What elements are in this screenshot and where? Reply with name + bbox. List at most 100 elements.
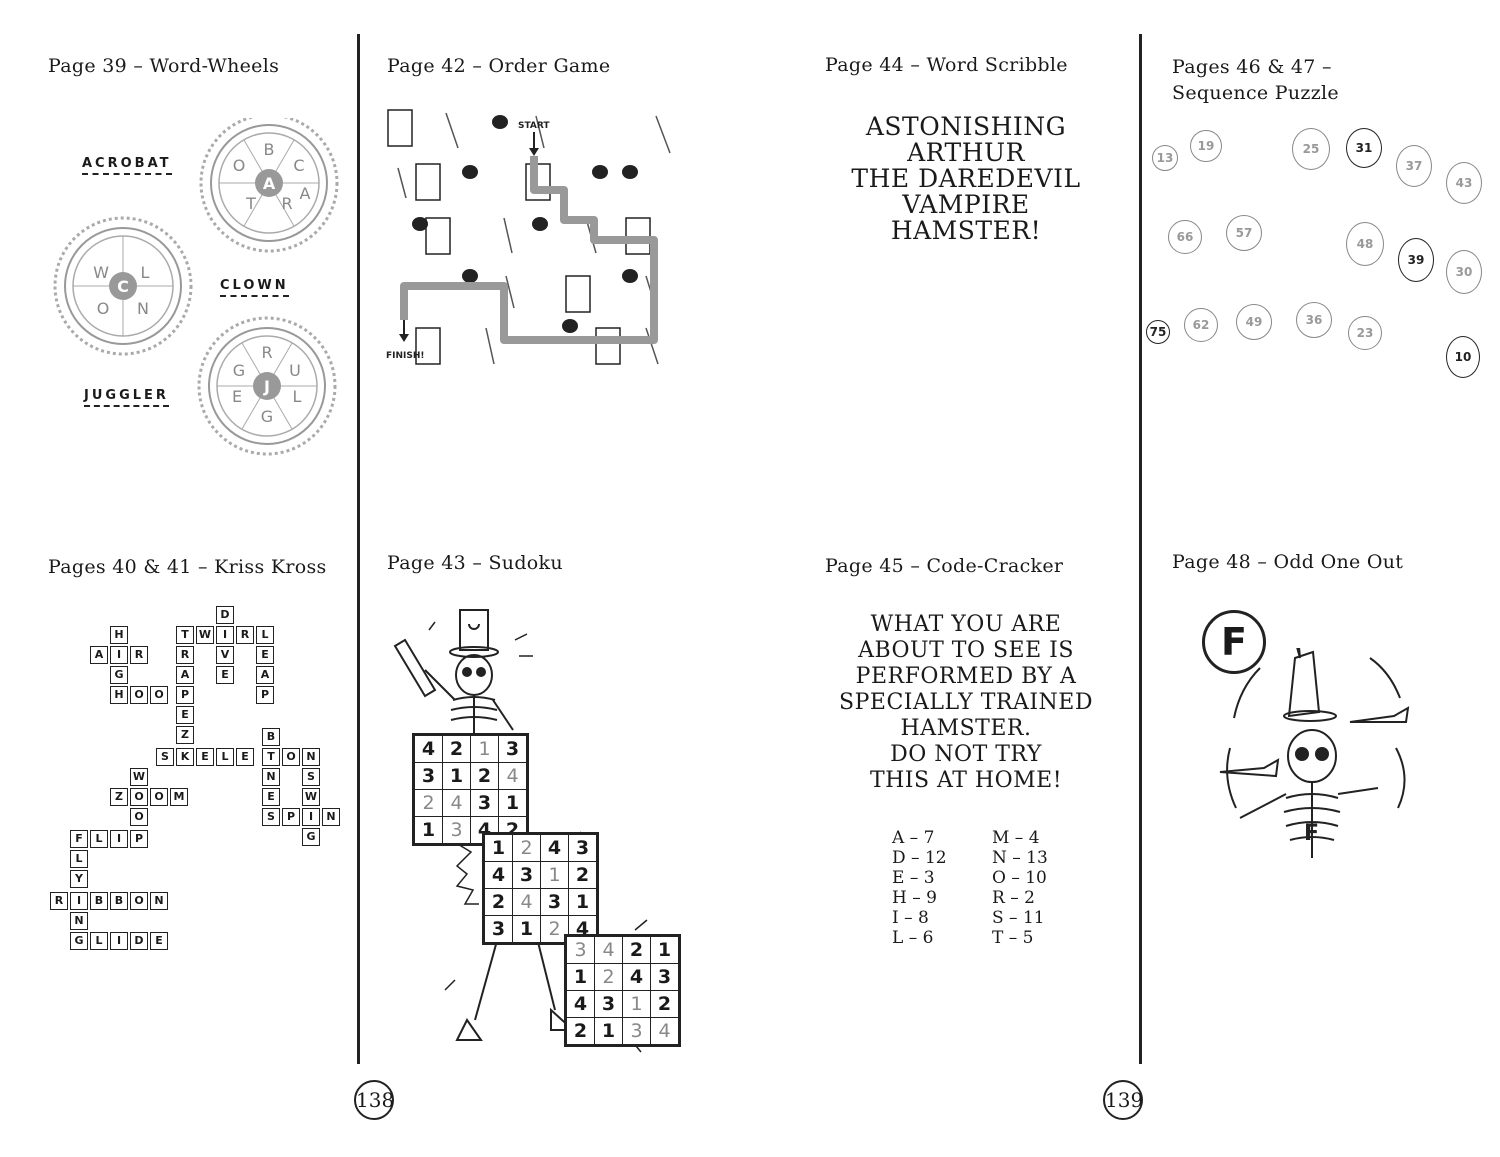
svg-text:O: O [97, 299, 110, 318]
code-list-left: A – 7 D – 12 E – 3 H – 9 I – 8 L – 6 [892, 828, 947, 948]
heading-word-wheels: Page 39 – Word-Wheels [48, 55, 280, 77]
seq-ball: 49 [1236, 304, 1272, 340]
cell-letter: I [110, 932, 128, 950]
svg-text:C: C [293, 156, 304, 175]
cell-letter: T [176, 626, 194, 644]
cell-letter: I [302, 808, 320, 826]
wheel-acrobat: A O B C T R A [199, 118, 339, 253]
heading-kriss-kross: Pages 40 & 41 – Kriss Kross [48, 556, 327, 578]
cell-letter: H [110, 626, 128, 644]
cell-letter: T [262, 748, 280, 766]
svg-text:U: U [289, 361, 301, 380]
divider-left [357, 34, 360, 1064]
svg-text:A: A [300, 184, 311, 203]
order-game-maze: START FINISH! [386, 109, 671, 365]
cell-letter: O [282, 748, 300, 766]
heading-sequence-line2: Sequence Puzzle [1172, 82, 1339, 104]
svg-text:B: B [264, 140, 275, 159]
svg-text:R: R [281, 194, 292, 213]
cell-letter: I [216, 626, 234, 644]
cell-letter: P [130, 830, 148, 848]
cell-letter: V [216, 646, 234, 664]
svg-text:E: E [232, 387, 242, 406]
cell-letter: R [236, 626, 254, 644]
divider-right [1139, 34, 1142, 1064]
heading-sudoku: Page 43 – Sudoku [387, 552, 563, 574]
cell-letter: O [150, 686, 168, 704]
word-scribble-answer: ASTONISHING ARTHUR THE DAREDEVIL VAMPIRE… [851, 112, 1081, 245]
svg-text:L: L [141, 263, 150, 282]
cell-letter: E [196, 748, 214, 766]
cell-letter: R [50, 892, 68, 910]
svg-text:G: G [261, 407, 273, 426]
svg-text:O: O [233, 156, 246, 175]
cell-letter: P [256, 686, 274, 704]
cell-letter: L [70, 850, 88, 868]
odd-one-out-answer-circle: F [1202, 610, 1266, 674]
cell-letter: W [196, 626, 214, 644]
cell-letter: E [176, 706, 194, 724]
word-clown: CLOWN [220, 278, 289, 297]
cell-letter: D [216, 606, 234, 624]
cell-letter: S [156, 748, 174, 766]
cell-letter: K [176, 748, 194, 766]
cell-letter: Z [110, 788, 128, 806]
page-number-left: 138 [354, 1080, 394, 1120]
cell-letter: Y [70, 870, 88, 888]
cell-letter: A [256, 666, 274, 684]
seq-ball: 75 [1146, 320, 1170, 344]
cell-letter: G [302, 828, 320, 846]
juggling-skeleton-illustration: F [1219, 648, 1410, 858]
cell-letter: G [110, 666, 128, 684]
cell-letter: E [216, 666, 234, 684]
cell-letter: N [302, 748, 320, 766]
cell-letter: N [322, 808, 340, 826]
cell-letter: L [216, 748, 234, 766]
word-juggler: JUGGLER [84, 388, 169, 407]
cell-letter: L [90, 830, 108, 848]
cell-letter: S [302, 768, 320, 786]
seq-ball: 19 [1190, 130, 1222, 162]
heading-code-cracker: Page 45 – Code-Cracker [825, 555, 1064, 577]
cell-letter: O [130, 808, 148, 826]
seq-ball: 30 [1446, 250, 1482, 294]
cell-letter: I [110, 646, 128, 664]
heading-sequence-puzzle: Pages 46 & 47 – Sequence Puzzle [1172, 54, 1339, 106]
cell-letter: L [90, 932, 108, 950]
svg-text:W: W [93, 263, 109, 282]
cell-letter: N [150, 892, 168, 910]
cell-letter: P [282, 808, 300, 826]
svg-text:F: F [1304, 821, 1319, 846]
svg-text:N: N [137, 299, 149, 318]
cell-letter: D [130, 932, 148, 950]
start-label: START [518, 121, 550, 131]
page-number-right: 139 [1103, 1080, 1143, 1120]
cell-letter: A [90, 646, 108, 664]
cell-letter: W [130, 768, 148, 786]
wheel3-center: J [263, 377, 270, 396]
seq-ball: 31 [1346, 128, 1382, 168]
seq-ball: 57 [1226, 215, 1262, 251]
code-cracker-answer: WHAT YOU ARE ABOUT TO SEE IS PERFORMED B… [839, 612, 1093, 793]
skeleton-illustration [393, 609, 648, 1053]
svg-text:R: R [261, 343, 272, 362]
cell-letter: B [90, 892, 108, 910]
seq-ball: 37 [1396, 145, 1432, 187]
seq-ball: 39 [1398, 238, 1434, 282]
cell-letter: N [262, 768, 280, 786]
cell-letter: H [110, 686, 128, 704]
seq-ball: 62 [1184, 308, 1218, 342]
seq-ball: 13 [1152, 145, 1178, 171]
seq-ball: 25 [1292, 128, 1330, 170]
heading-word-scribble: Page 44 – Word Scribble [825, 54, 1068, 76]
word-wheels-illustration: A O B C T R A C W L O N [53, 118, 339, 456]
code-list-right: M – 4 N – 13 O – 10 R – 2 S – 11 T – 5 [992, 828, 1048, 948]
cell-letter: E [256, 646, 274, 664]
cell-letter: O [150, 788, 168, 806]
cell-letter: F [70, 830, 88, 848]
word-acrobat: ACROBAT [82, 156, 172, 175]
wheel-clown: C W L O N [53, 216, 193, 356]
finish-label: FINISH! [386, 351, 425, 361]
